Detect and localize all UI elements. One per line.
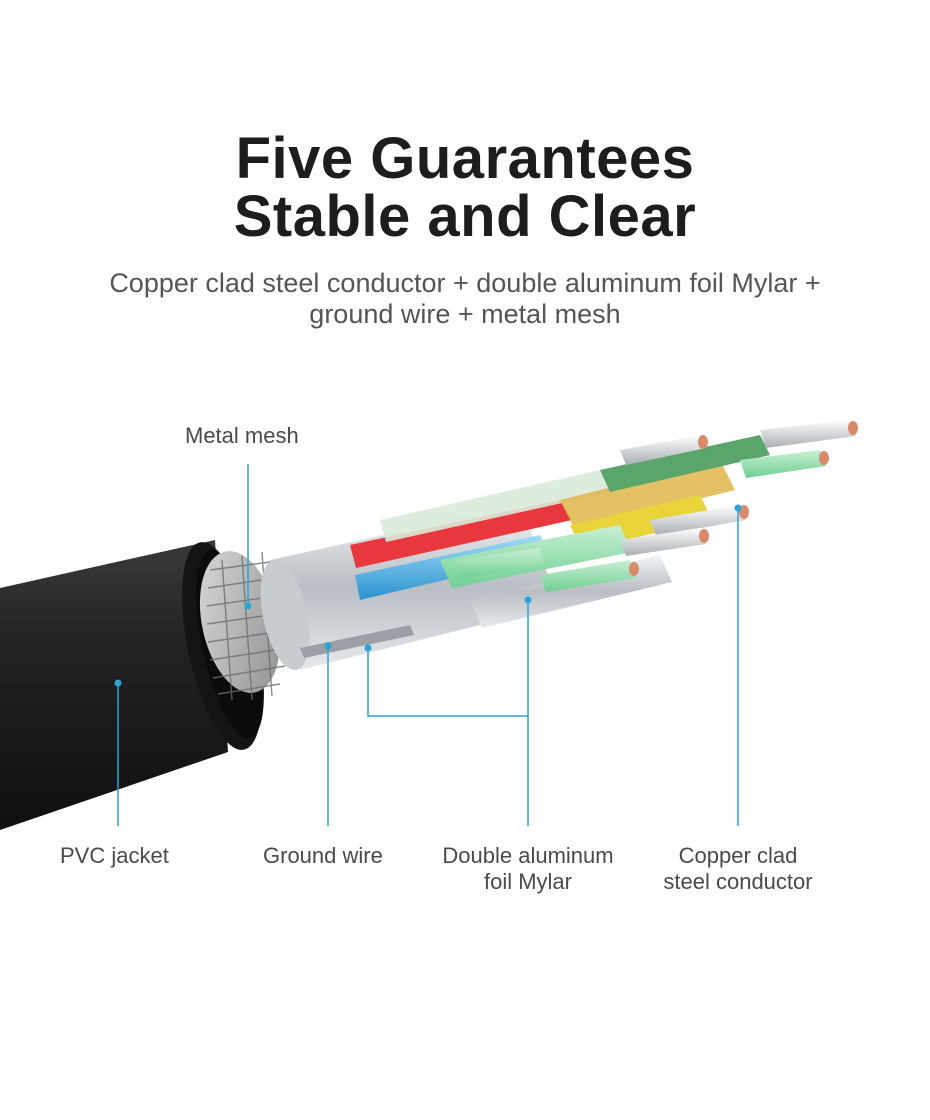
label-double-aluminum-foil-mylar: Double aluminum foil Mylar (433, 843, 623, 895)
leader-dots (114, 504, 742, 687)
subtitle-line-2: ground wire + metal mesh (309, 299, 621, 329)
conductor-tips (455, 420, 858, 592)
title-line-2: Stable and Clear (233, 184, 697, 249)
label-conductor-line-1: Copper clad (678, 843, 798, 868)
label-metal-mesh: Metal mesh (185, 423, 299, 448)
page-subtitle: Copper clad steel conductor + double alu… (40, 268, 890, 330)
page-title: Five Guarantees Stable and Clear (0, 130, 930, 246)
label-mylar-line-1: Double aluminum (442, 843, 614, 868)
label-pvc-jacket: PVC jacket (60, 843, 169, 868)
leader-lines (117, 464, 739, 826)
outer-foil-shield (260, 505, 560, 670)
label-mylar-line-2: foil Mylar (483, 869, 572, 894)
subtitle-line-1: Copper clad steel conductor + double alu… (109, 268, 821, 298)
label-ground-wire: Ground wire (263, 843, 383, 868)
title-line-1: Five Guarantees (235, 126, 695, 191)
label-copper-clad-steel-conductor: Copper clad steel conductor (650, 843, 826, 895)
label-conductor-line-2: steel conductor (663, 869, 813, 894)
